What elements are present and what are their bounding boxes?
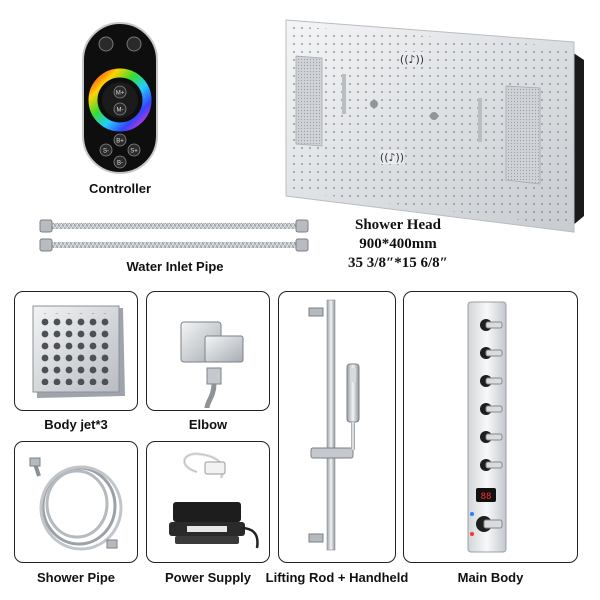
shower-pipe-image <box>29 457 123 551</box>
remote-button-s-minus: S- <box>103 149 109 155</box>
svg-text:((♪)): ((♪)) <box>400 53 424 66</box>
svg-text:((♪)): ((♪)) <box>380 151 404 164</box>
remote-button-b-minus: B- <box>117 161 123 167</box>
shower-head-size-mm: 900*400mm <box>359 236 437 252</box>
elbow-label: Elbow <box>188 417 228 432</box>
remote-button-m-plus: M+ <box>116 91 125 97</box>
main-body-label: Main Body <box>457 570 524 585</box>
lifting-rod-label: Lifting Rod + Handheld <box>265 570 409 585</box>
shower-head-title: Shower Head <box>355 217 441 233</box>
lifting-rod-card <box>278 291 396 563</box>
power-supply-label: Power Supply <box>165 570 251 585</box>
main-body-card: 88 <box>403 291 578 563</box>
lifting-rod-image <box>308 299 360 551</box>
body-jet-label: Body jet*3 <box>44 417 108 432</box>
power-supply-card <box>146 441 270 563</box>
water-inlet-pipe-image <box>38 218 310 254</box>
power-supply-image <box>169 452 259 549</box>
shower-pipe-card <box>14 441 138 563</box>
main-body-image: 88 <box>467 301 507 553</box>
svg-text:88: 88 <box>481 492 492 502</box>
elbow-card <box>146 291 270 411</box>
shower-pipe-label: Shower Pipe <box>36 570 116 585</box>
shower-head-specs: Shower Head 900*400mm 35 3/8″*15 6/8″ <box>322 216 474 273</box>
remote-button-b-plus: B+ <box>116 139 124 145</box>
shower-head-image: ((♪)) ((♪)) <box>282 16 588 236</box>
body-jet-card <box>14 291 138 411</box>
controller-label: Controller <box>88 181 152 196</box>
water-inlet-pipe-label: Water Inlet Pipe <box>126 259 224 274</box>
remote-button-m-minus: M- <box>117 108 124 114</box>
controller-image: M+ M- B+ B- S+ S- <box>82 22 158 174</box>
body-jet-image <box>32 305 125 398</box>
elbow-image <box>180 321 244 408</box>
remote-button-s-plus: S+ <box>130 149 138 155</box>
shower-head-size-in: 35 3/8″*15 6/8″ <box>348 255 448 271</box>
